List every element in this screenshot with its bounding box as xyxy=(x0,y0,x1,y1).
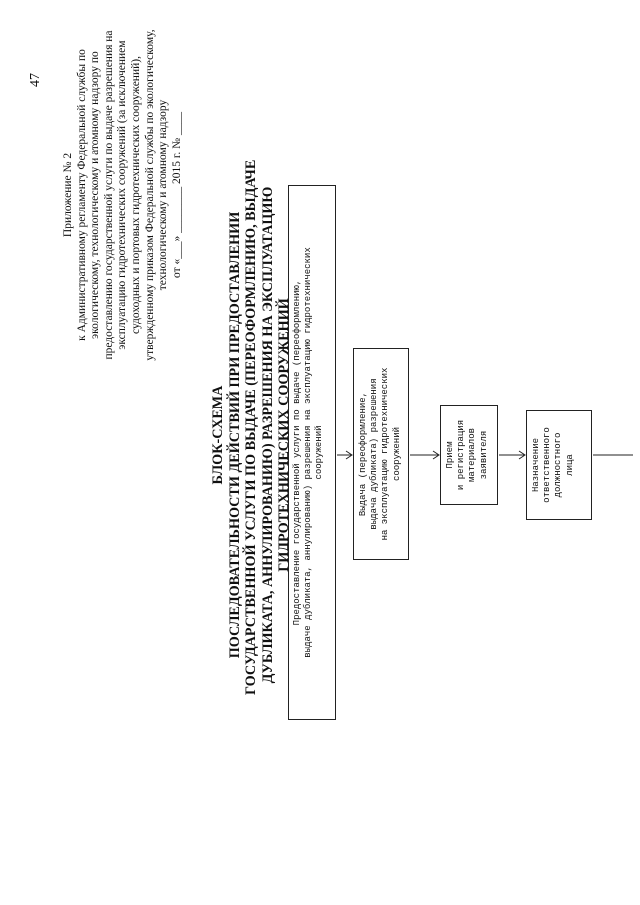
step-line: заявителя xyxy=(478,430,489,480)
appendix-line: экологическому, технологическому и атомн… xyxy=(89,51,102,339)
appendix-header: Приложение № 2 к Административному регла… xyxy=(62,0,184,430)
step-line: Прием xyxy=(445,441,455,469)
appendix-line: предоставлению государственной услуги по… xyxy=(102,30,115,360)
appendix-line: от «___» ________ 2015 г. № ____ xyxy=(170,112,183,278)
step-line: на эксплуатацию гидротехнических xyxy=(380,367,391,541)
step-line: выдача дубликата) разрешения xyxy=(369,378,380,530)
step-line: сооружений xyxy=(391,427,402,482)
flow-connector xyxy=(593,449,633,461)
title-line: ПОСЛЕДОВАТЕЛЬНОСТИ ДЕЙСТВИЙ ПРИ ПРЕДОСТА… xyxy=(226,211,243,659)
flow-arrow xyxy=(410,449,440,461)
appendix-line: технологическому и атомному надзору xyxy=(157,99,170,291)
flow-step-assign: Назначение ответственного должностного л… xyxy=(526,410,592,520)
title-line: БЛОК-СХЕМА xyxy=(210,385,226,485)
step-line: лица xyxy=(564,454,575,476)
step-line: Выдача (переоформление, xyxy=(358,391,368,517)
step-line: выдаче дубликата, аннулированию) разреше… xyxy=(303,247,314,658)
appendix-line: судоходных и портовых гидротехнических с… xyxy=(129,56,142,334)
step-line: ответственного xyxy=(542,427,553,503)
connector-line xyxy=(593,454,633,456)
step-line: и регистрация xyxy=(456,419,467,491)
step-line: должностного xyxy=(553,432,564,498)
arrow-down-icon xyxy=(337,450,353,460)
title-line: ГОСУДАРСТВЕННОЙ УСЛУГИ ПО ВЫДАЧЕ (ПЕРЕОФ… xyxy=(243,159,260,695)
page-number: 47 xyxy=(28,73,43,87)
flow-arrow xyxy=(337,449,353,461)
step-line: сооружений xyxy=(314,425,325,480)
flow-arrow xyxy=(499,449,526,461)
appendix-line: Приложение № 2 xyxy=(62,152,74,238)
step-line: Назначение xyxy=(531,438,541,493)
appendix-line: эксплуатацию гидротехнических сооружений… xyxy=(116,40,129,350)
arrow-down-icon xyxy=(499,450,526,460)
arrow-down-icon xyxy=(410,450,440,460)
flow-step-issue: Выдача (переоформление, выдача дубликата… xyxy=(353,348,409,560)
step-line: материалов xyxy=(467,428,478,483)
appendix-line: к Административному регламенту Федеральн… xyxy=(75,49,88,341)
title-line: ДУБЛИКАТА, АННУЛИРОВАНИЮ) РАЗРЕШЕНИЯ НА … xyxy=(259,186,276,684)
flow-step-service: Предоставление государственной услуги по… xyxy=(288,185,336,720)
step-line: Предоставление государственной услуги по… xyxy=(292,279,302,626)
appendix-line: утвержденному приказом Федеральной служб… xyxy=(143,29,156,361)
flowchart-title: БЛОК-СХЕМА ПОСЛЕДОВАТЕЛЬНОСТИ ДЕЙСТВИЙ П… xyxy=(210,159,293,695)
flow-step-receive: Прием и регистрация материалов заявителя xyxy=(440,405,498,505)
